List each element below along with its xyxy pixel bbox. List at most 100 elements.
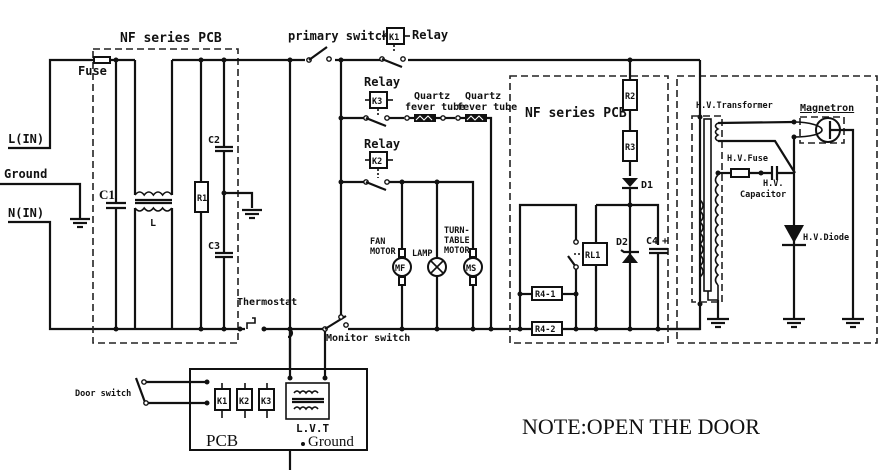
filter-ground-wire <box>224 191 254 208</box>
monitor-switch-icon <box>322 314 349 332</box>
label-r4-2: R4-2 <box>535 325 555 335</box>
label-r1: R1 <box>197 194 207 204</box>
hv-capacitor-icon <box>770 166 779 180</box>
hv-transformer-boundary <box>691 115 723 303</box>
label-hv-diode: H.V.Diode <box>803 232 849 243</box>
label-line-in: L(IN) <box>8 132 44 146</box>
label-r4-1: R4-1 <box>535 290 555 300</box>
relay-coil-k1-icon <box>214 383 231 418</box>
zener-diode-d2-icon <box>620 249 639 263</box>
label-fan-motor-symbol: MF <box>395 264 405 274</box>
capacitor-c2-icon <box>215 60 233 253</box>
relay-k2-switch-icon <box>363 179 390 192</box>
label-primary-switch: primary switch <box>288 29 389 43</box>
nf-pcb-2-title: NF series PCB <box>525 106 627 121</box>
label-c2: C2 <box>208 135 220 146</box>
label-turntable-line3: MOTOR <box>444 246 470 256</box>
label-c1: C1 <box>99 187 115 202</box>
label-k3: K3 <box>372 97 382 107</box>
ground-icon <box>783 317 805 329</box>
input-line-wire <box>8 58 93 150</box>
label-ground-in: Ground <box>4 167 47 181</box>
label-quartz-2-line1: Quartz <box>465 91 501 102</box>
quartz-tube-2-icon <box>465 114 487 122</box>
turntable-motor-icon <box>463 205 483 329</box>
label-r3: R3 <box>625 143 635 153</box>
label-relay-k1: Relay <box>412 28 448 42</box>
relay-k3-icon <box>365 91 393 116</box>
label-hv-capacitor-line2: Capacitor <box>740 189 786 200</box>
label-pcb-k2: K2 <box>239 397 249 407</box>
capacitor-c4-icon <box>649 247 668 329</box>
ground-icon <box>842 317 864 329</box>
lvt-transformer-icon <box>285 382 330 420</box>
label-rl1: RL1 <box>585 251 600 261</box>
relay-k1-switch-icon <box>379 55 408 69</box>
label-k1: K1 <box>389 33 399 43</box>
label-d1: D1 <box>641 180 653 191</box>
label-pcb-k3: K3 <box>261 397 271 407</box>
primary-switch-icon <box>305 46 335 65</box>
label-inductor: L <box>150 218 156 229</box>
resistor-r4-2-icon <box>531 321 563 336</box>
label-hv-fuse: H.V.Fuse <box>727 154 768 164</box>
label-fan-motor-line2: MOTOR <box>370 247 396 257</box>
label-turntable-symbol: MS <box>466 264 476 274</box>
ground-icon <box>242 208 262 220</box>
resistor-r1-icon <box>194 60 209 329</box>
label-quartz-1-line1: Quartz <box>414 91 450 102</box>
label-fan-motor-line1: FAN <box>370 237 385 247</box>
input-neutral-wire <box>8 220 245 331</box>
resistor-r4-1-icon <box>520 286 576 301</box>
label-pcb-k1: K1 <box>217 397 227 407</box>
label-k2: K2 <box>372 157 382 167</box>
label-quartz-1-line2: fever tube <box>405 102 465 113</box>
relay-k3-switch-icon <box>363 115 390 128</box>
label-thermostat: Thermostat <box>237 297 297 308</box>
label-c3: C3 <box>208 241 220 252</box>
door-switch-icon <box>134 377 210 406</box>
relay-rl1-icon <box>574 242 608 266</box>
rl1-switch-icon <box>567 239 579 270</box>
nf-filter-pcb-title: NF series PCB <box>120 31 222 46</box>
quartz-tube-1-icon <box>414 114 436 122</box>
label-lamp: LAMP <box>412 249 432 259</box>
label-quartz-2-line2: fever tube <box>457 102 517 113</box>
label-lvt: L.V.T <box>296 422 329 435</box>
hv-section-boundary <box>676 75 878 344</box>
fan-motor-icon <box>392 182 412 329</box>
hv-transformer-icon <box>698 118 720 301</box>
label-c4-polarity: + <box>662 236 668 247</box>
nf-filter-pcb-boundary <box>92 48 239 344</box>
label-c4: C4 <box>646 236 658 247</box>
label-monitor-switch: Monitor switch <box>326 332 410 344</box>
lamp-icon <box>427 182 447 329</box>
diode-d1-icon <box>622 178 638 205</box>
inductor-l-icon <box>133 60 174 329</box>
note-text: NOTE:OPEN THE DOOR <box>522 414 760 439</box>
relay-coil-k2-icon <box>236 383 253 418</box>
label-pcb: PCB <box>206 431 238 450</box>
label-door-switch: Door switch <box>75 388 131 399</box>
label-relay-k3: Relay <box>364 75 400 89</box>
relay-k2-icon <box>365 151 393 178</box>
label-neutral-in: N(IN) <box>8 206 44 220</box>
magnetron-icon <box>793 117 855 318</box>
resistor-r3-icon <box>622 130 638 176</box>
label-turntable-line1: TURN- <box>444 226 470 236</box>
resistor-r2-icon <box>622 60 638 131</box>
relay-k1-icon <box>382 27 410 53</box>
label-d2: D2 <box>616 237 628 248</box>
label-magnetron: Magnetron <box>800 103 854 114</box>
label-fuse: Fuse <box>78 64 107 78</box>
input-ground-wire <box>0 182 90 229</box>
hv-diode-icon <box>782 225 806 247</box>
capacitor-c3-icon <box>215 251 233 329</box>
label-pcb-ground: Ground <box>308 434 354 450</box>
capacitor-c1-icon <box>106 60 126 329</box>
ground-icon <box>707 317 729 329</box>
thermostat-icon <box>246 317 256 329</box>
label-hv-capacitor-line1: H.V. <box>763 179 783 189</box>
hv-fuse-icon <box>730 168 750 178</box>
